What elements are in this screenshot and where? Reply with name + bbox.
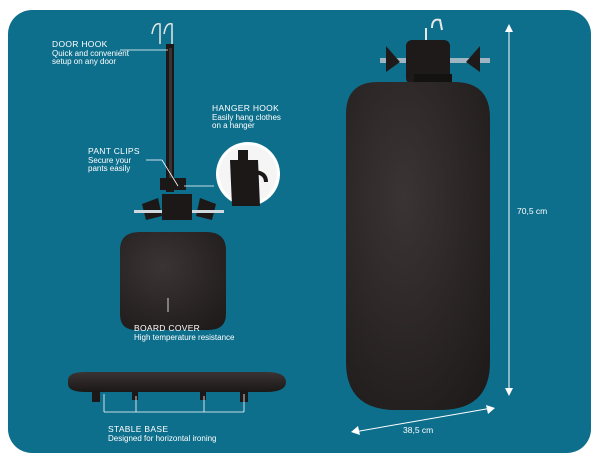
pant-clips-label: PANT CLIPS Secure your pants easily — [88, 146, 140, 174]
hanger-hook-label: HANGER HOOK Easily hang clothes on a han… — [212, 103, 281, 131]
door-hook-title: DOOR HOOK — [52, 39, 108, 49]
hanger-hook-desc-1: Easily hang clothes — [212, 112, 281, 122]
hanger-hook-desc-2: on a hanger — [212, 121, 255, 131]
height-dimension-arrow — [505, 24, 513, 396]
flat-board-view — [68, 372, 286, 402]
hanging-board-view — [120, 22, 226, 330]
door-hook-desc-1: Quick and convenient — [52, 48, 129, 58]
pant-clips-desc-2: pants easily — [88, 164, 131, 174]
pant-clips-desc-1: Secure your — [88, 155, 132, 165]
hanger-hook-title: HANGER HOOK — [212, 103, 280, 113]
large-board-view — [346, 18, 490, 410]
door-hook-label: DOOR HOOK Quick and convenient setup on … — [52, 39, 129, 67]
board-cover-desc: High temperature resistance — [134, 332, 235, 342]
width-dimension-label: 38,5 cm — [403, 425, 434, 435]
stable-base-title: STABLE BASE — [108, 424, 169, 434]
door-hook-desc-2: setup on any door — [52, 57, 117, 67]
callout-lines — [103, 49, 245, 413]
product-illustration — [68, 18, 513, 435]
product-infographic-panel: DOOR HOOK Quick and convenient setup on … — [8, 10, 591, 453]
pant-clips-title: PANT CLIPS — [88, 146, 140, 156]
board-cover-title: BOARD COVER — [134, 323, 201, 333]
width-dimension-arrow — [351, 405, 495, 435]
stable-base-label: STABLE BASE Designed for horizontal iron… — [108, 424, 217, 443]
board-cover-label: BOARD COVER High temperature resistance — [134, 323, 235, 342]
hanger-hook-zoom — [216, 142, 280, 206]
stable-base-desc: Designed for horizontal ironing — [108, 433, 217, 443]
height-dimension-label: 70,5 cm — [517, 206, 548, 216]
